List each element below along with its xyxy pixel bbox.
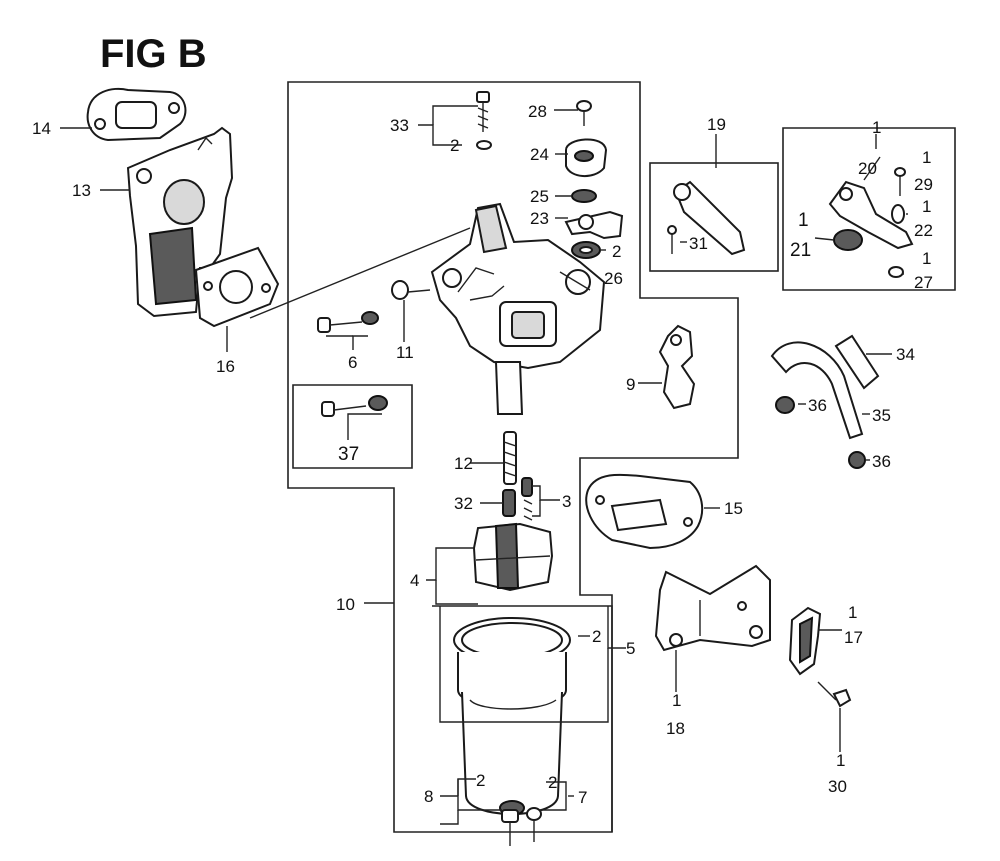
callout-33: 33 [390, 116, 409, 135]
callout-30: 30 [828, 777, 847, 796]
callout-2-c: 2 [592, 627, 601, 646]
part-27-nut [888, 266, 904, 278]
part-28-screw [576, 100, 592, 126]
callout-2-d: 2 [476, 771, 485, 790]
callout-10: 10 [336, 595, 355, 614]
callout-1-29: 1 [922, 148, 931, 167]
callout-16: 16 [216, 357, 235, 376]
callout-26: 26 [604, 269, 623, 288]
part-4-float [472, 522, 554, 592]
callout-1-17: 1 [848, 603, 857, 622]
callout-21: 21 [790, 240, 811, 261]
callout-6: 6 [348, 353, 357, 372]
callout-2-b: 2 [612, 242, 621, 261]
callout-2-a: 2 [450, 136, 459, 155]
part-12-jet [503, 431, 517, 485]
part-30-bolt [817, 681, 852, 708]
part-18-bracket [654, 564, 771, 652]
callout-31: 31 [689, 234, 708, 253]
callout-1-27: 1 [922, 249, 931, 268]
part-17-clip [788, 606, 822, 676]
part-7-screw [526, 807, 542, 842]
callout-28: 28 [528, 102, 547, 121]
figure-title: FIG B [100, 32, 207, 76]
callout-22: 22 [914, 221, 933, 240]
callout-13: 13 [72, 181, 91, 200]
callout-32: 32 [454, 494, 473, 513]
callout-4: 4 [410, 571, 419, 590]
callout-29: 29 [914, 175, 933, 194]
part-33-screw [476, 91, 492, 150]
callout-27: 27 [914, 273, 933, 292]
callout-23: 23 [530, 209, 549, 228]
callout-1-30: 1 [836, 751, 845, 770]
part-29-pin [894, 167, 906, 196]
part-36-clip-b [848, 451, 866, 469]
callout-1-22: 1 [922, 197, 931, 216]
callout-14: 14 [32, 119, 51, 138]
part-11-screw [391, 280, 431, 300]
callout-34: 34 [896, 345, 915, 364]
callout-24: 24 [530, 145, 549, 164]
callout-36-a: 36 [808, 396, 827, 415]
callout-12: 12 [454, 454, 473, 473]
lever-kit-19-frame [649, 162, 779, 272]
part-3-screw [521, 477, 533, 521]
callout-11: 11 [396, 343, 414, 362]
gasket-16 [194, 246, 280, 328]
part-21-spring [833, 229, 863, 251]
bracket-13 [126, 126, 234, 318]
callout-9: 9 [626, 375, 635, 394]
part-25-spring [571, 189, 597, 203]
callout-35: 35 [872, 406, 891, 425]
callout-25: 25 [530, 187, 549, 206]
part-19-lever [667, 180, 746, 256]
part-26-spring [571, 241, 601, 259]
callout-18: 18 [666, 719, 685, 738]
part-20-governor-arm [828, 180, 914, 250]
gasket-14 [86, 87, 187, 142]
callout-1-18: 1 [672, 691, 681, 710]
leader-carb-to-gasket [249, 227, 471, 319]
part-9-lever [658, 324, 696, 410]
callout-3: 3 [562, 492, 571, 511]
part-22-washer [891, 204, 905, 224]
callout-2-e: 2 [548, 773, 557, 792]
part-36-clip-a [775, 396, 795, 414]
callout-36-b: 36 [872, 452, 891, 471]
callout-19: 19 [707, 115, 726, 134]
carburetor-body [430, 202, 606, 415]
governor-set-frame [782, 127, 956, 291]
part-23-shaft [564, 210, 624, 240]
part-24-cap [565, 138, 608, 177]
carburetor-assembly-frame [287, 81, 739, 833]
part-35-hose [770, 341, 864, 440]
float-chamber-set-frame [432, 605, 613, 832]
part-32-jet [502, 489, 516, 517]
kit-37-frame [292, 384, 413, 469]
callout-1-21: 1 [798, 210, 809, 231]
callout-17: 17 [844, 628, 863, 647]
callout-5: 5 [626, 639, 635, 658]
part-8-bolt [501, 809, 519, 846]
part-37-kit [321, 395, 388, 417]
callout-7: 7 [578, 788, 587, 807]
part-15-gasket [585, 473, 704, 550]
part-34-hose [834, 334, 880, 390]
callout-1-20: 1 [872, 118, 881, 137]
callout-15: 15 [724, 499, 743, 518]
leader-lines [60, 105, 908, 825]
part-6-screw [317, 311, 379, 333]
callout-20: 20 [858, 159, 877, 178]
callout-37: 37 [338, 444, 359, 465]
callout-8: 8 [424, 787, 433, 806]
